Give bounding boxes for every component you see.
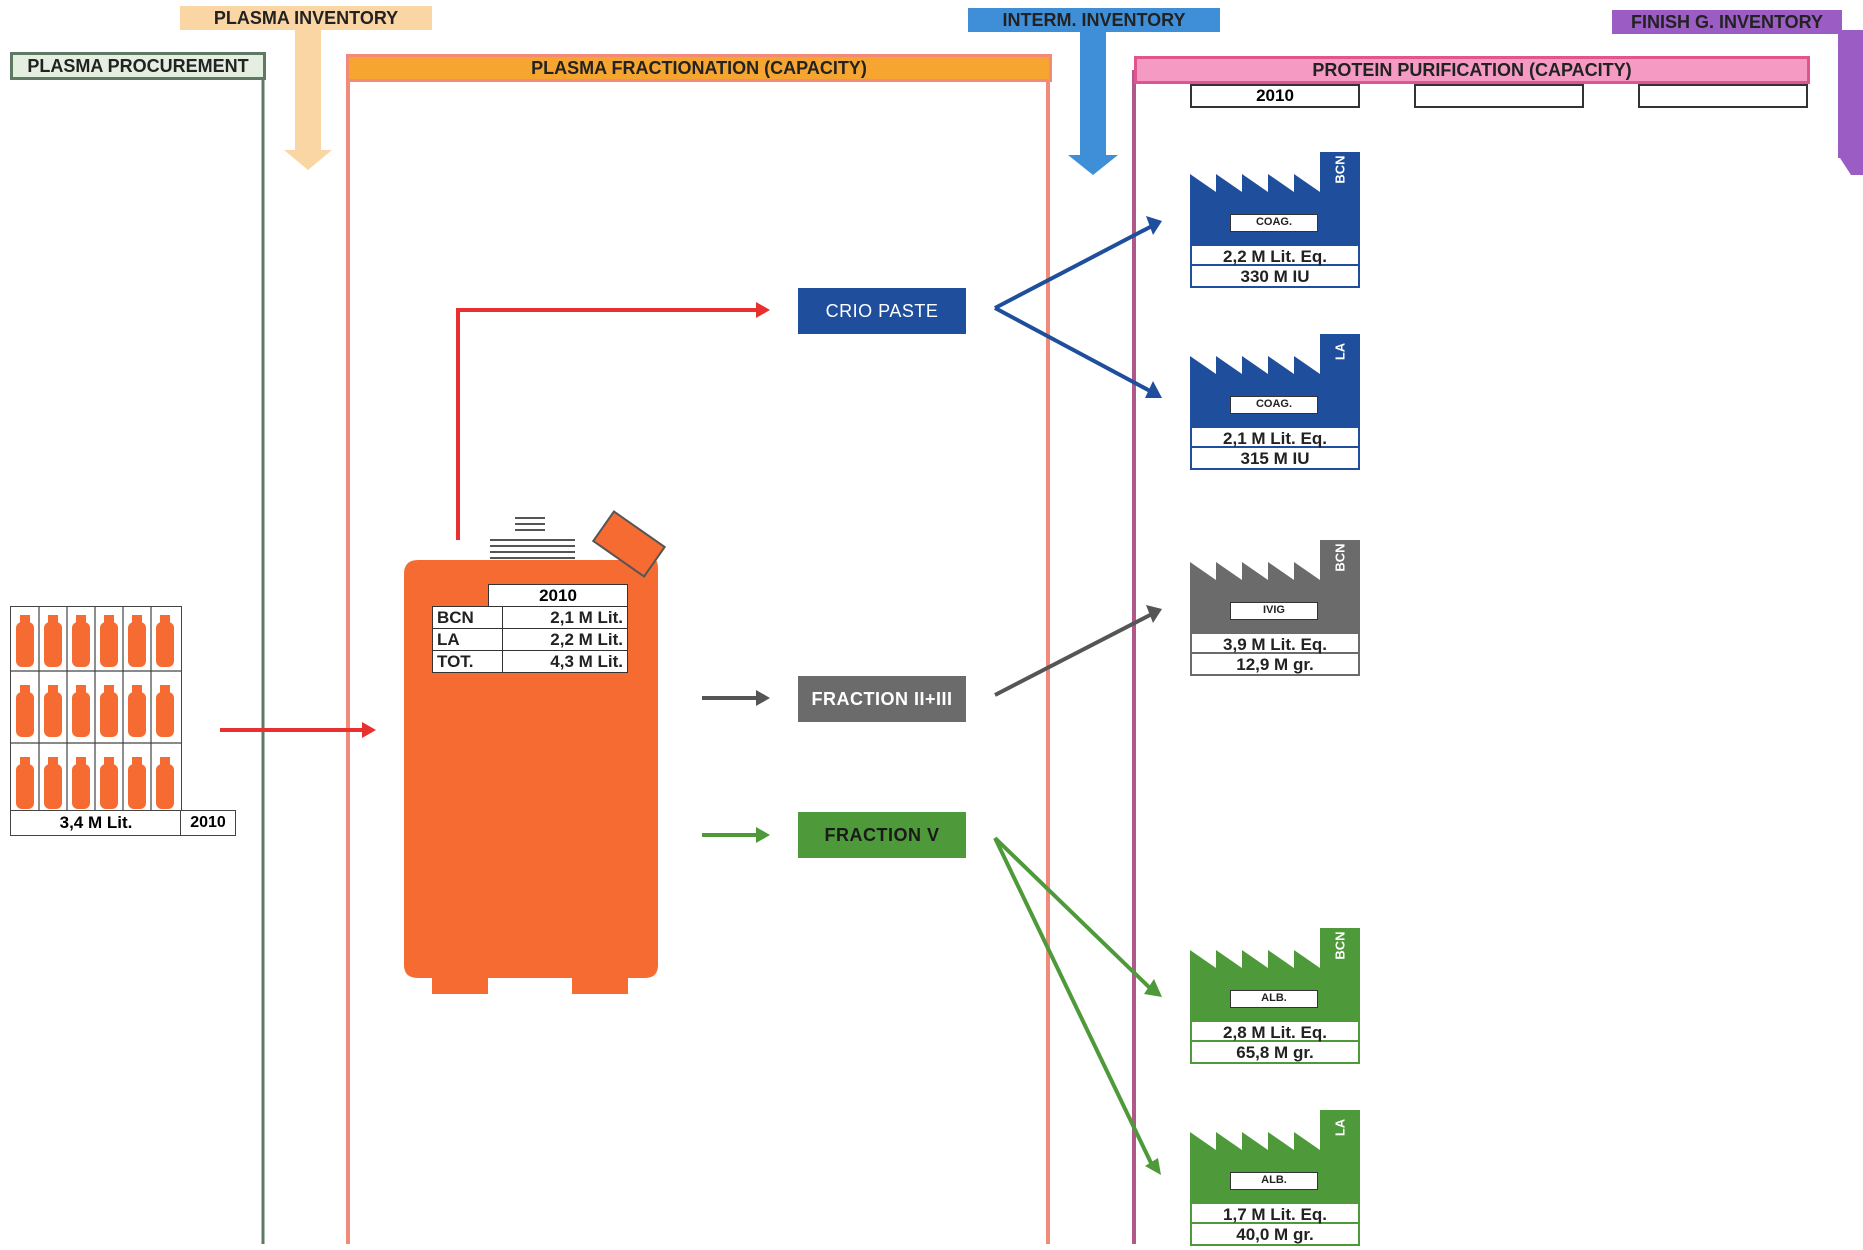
factory-product-label: ALB. [1230,1172,1318,1190]
tank-capacity-table: BCN 2,1 M Lit. LA 2,2 M Lit. TOT. 4,3 M … [431,606,628,673]
factory-product-label: ALB. [1230,990,1318,1008]
crio-paste-box: CRIO PASTE [798,288,966,334]
plasma-procurement-header: PLASMA PROCUREMENT [10,52,266,80]
factory-2: BCN IVIG 3,9 M Lit. Eq.12,9 M gr. [1190,540,1360,680]
factory-output: 65,8 M gr. [1190,1042,1360,1064]
factory-product-label: IVIG [1230,602,1318,620]
purification-year-2 [1414,84,1584,108]
fraction-2-3-box: FRACTION II+III [798,676,966,722]
tank-year: 2010 [488,584,628,608]
fraction23-to-ivig-arrow [1146,605,1162,623]
tank-value-total: 4,3 M Lit. [502,650,628,673]
factory-site-label: LA [1332,342,1348,361]
factory-product-label: COAG. [1230,214,1318,232]
procurement-volume: 3,4 M Lit. [10,810,182,836]
crio-to-la-arrow [1145,381,1162,398]
factory-capacity: 2,8 M Lit. Eq. [1190,1020,1360,1042]
factory-output: 315 M IU [1190,448,1360,470]
factory-output: 40,0 M gr. [1190,1224,1360,1246]
fraction5-to-la-arrow [1145,1158,1161,1175]
tank-site-bcn: BCN [431,606,504,629]
finish-inventory-arrow [1838,30,1863,175]
factory-capacity: 2,1 M Lit. Eq. [1190,426,1360,448]
factory-3: BCN ALB. 2,8 M Lit. Eq.65,8 M gr. [1190,928,1360,1068]
tank-site-total: TOT. [431,650,504,673]
plasma-bottles-icon [11,607,181,821]
factory-output: 12,9 M gr. [1190,654,1360,676]
table-row: BCN 2,1 M Lit. [431,606,628,629]
tank-site-la: LA [431,628,504,651]
table-row: LA 2,2 M Lit. [431,628,628,651]
plasma-bottles-grid [10,606,182,822]
factory-1: LA COAG. 2,1 M Lit. Eq.315 M IU [1190,334,1360,474]
factory-site-label: BCN [1332,543,1348,572]
factory-site-label: LA [1332,1118,1348,1137]
factory-0: BCN COAG. 2,2 M Lit. Eq.330 M IU [1190,152,1360,292]
factory-4: LA ALB. 1,7 M Lit. Eq.40,0 M gr. [1190,1110,1360,1250]
crio-to-bcn-arrow [1146,216,1162,235]
fraction5-to-bcn-arrow [1144,979,1162,997]
tank-to-fraction23-arrow [756,690,770,706]
factory-site-label: BCN [1332,931,1348,960]
factory-output: 330 M IU [1190,266,1360,288]
factory-capacity: 3,9 M Lit. Eq. [1190,632,1360,654]
purification-year-3 [1638,84,1808,108]
finish-inventory-header: FINISH G. INVENTORY [1612,10,1842,34]
tank-value-bcn: 2,1 M Lit. [502,606,628,629]
factory-site-label: BCN [1332,155,1348,184]
factory-capacity: 1,7 M Lit. Eq. [1190,1202,1360,1224]
tank-to-fraction5-arrow [756,827,770,843]
plasma-inventory-header: PLASMA INVENTORY [180,6,432,30]
tank-value-la: 2,2 M Lit. [502,628,628,651]
factory-product-label: COAG. [1230,396,1318,414]
protein-purification-header: PROTEIN PURIFICATION (CAPACITY) [1134,56,1810,84]
factory-capacity: 2,2 M Lit. Eq. [1190,244,1360,266]
plasma-fractionation-header: PLASMA FRACTIONATION (CAPACITY) [346,54,1052,82]
procurement-year: 2010 [180,810,236,836]
table-row: TOT. 4,3 M Lit. [431,650,628,673]
procurement-to-tank-arrow [362,722,376,738]
interm-inventory-header: INTERM. INVENTORY [968,8,1220,32]
interm-inventory-arrow [1068,30,1118,175]
purification-year-1: 2010 [1190,84,1360,108]
fraction-5-box: FRACTION V [798,812,966,858]
tank-to-crio-arrow [756,302,770,318]
plasma-inventory-arrow [284,28,332,170]
